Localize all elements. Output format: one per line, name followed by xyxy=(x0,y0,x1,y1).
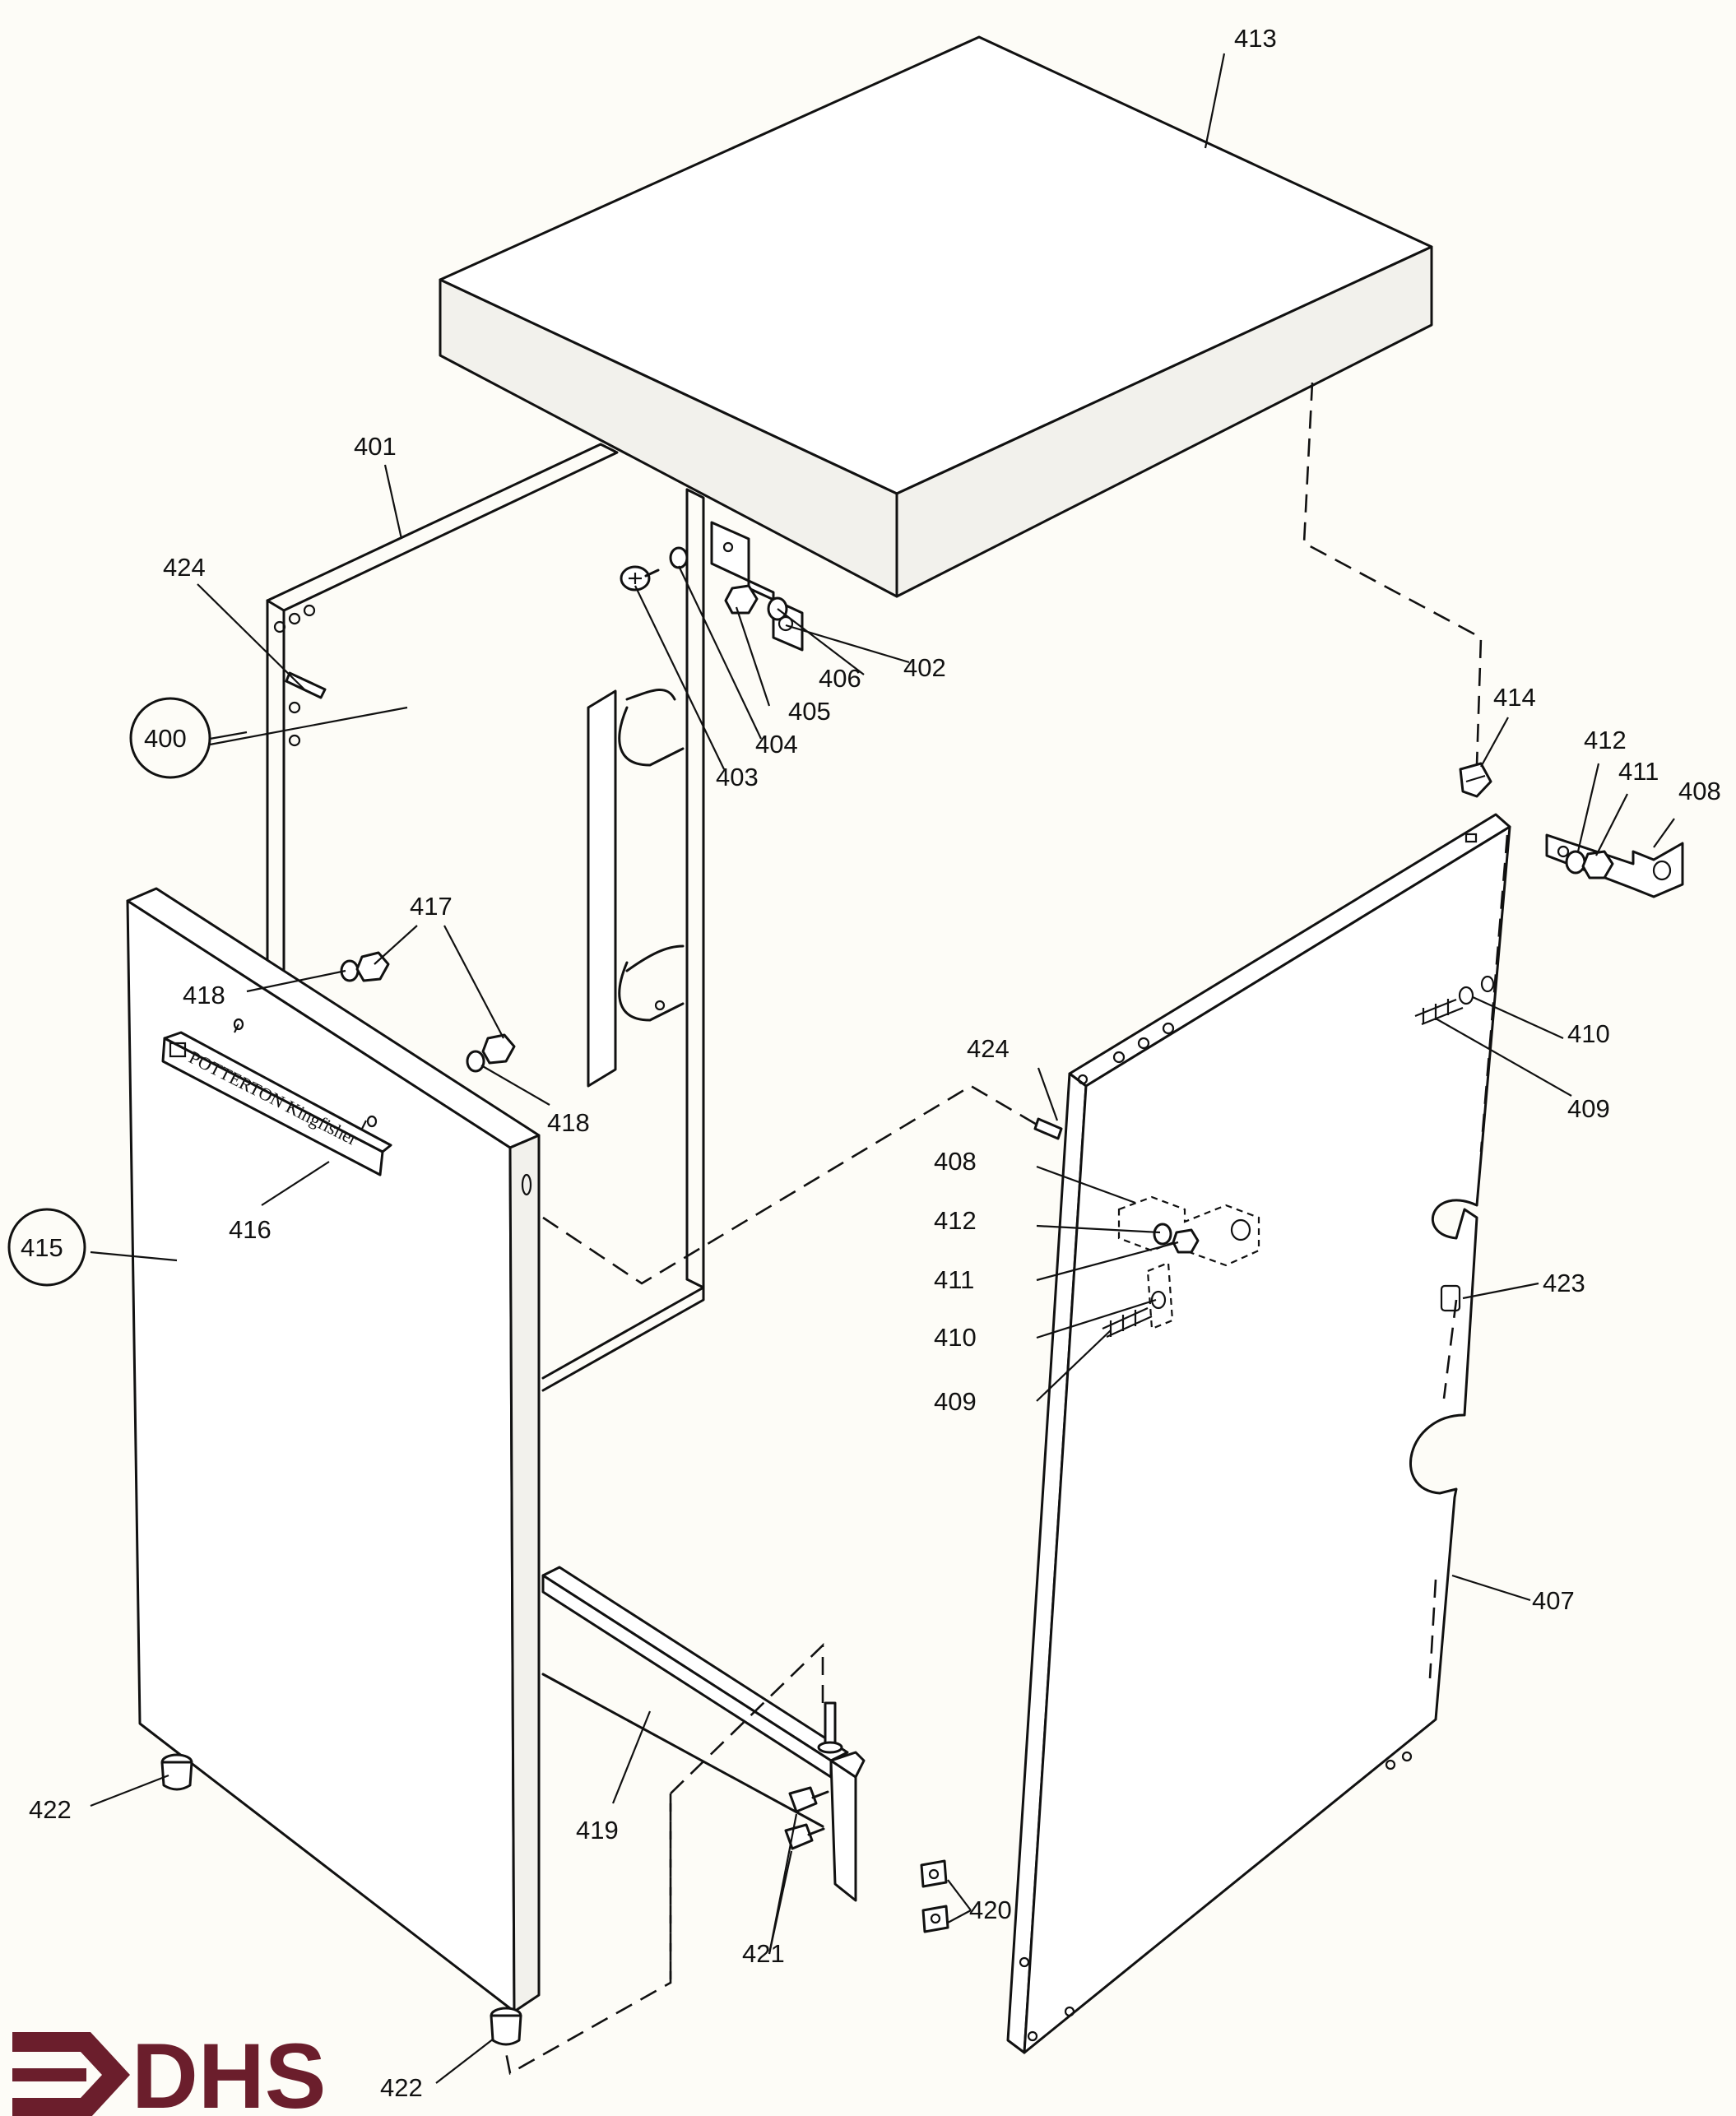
label-418-upper: 418 xyxy=(183,981,225,1009)
label-408-right: 408 xyxy=(1678,777,1721,805)
label-409-centre: 409 xyxy=(934,1387,977,1416)
side-panel-407 xyxy=(1006,813,1511,2054)
label-408-centre: 408 xyxy=(934,1147,977,1176)
label-407: 407 xyxy=(1532,1586,1575,1615)
label-418-lower: 418 xyxy=(547,1108,590,1137)
part-labels: 413 401 424 400 402 406 405 404 403 414 … xyxy=(21,24,1721,2102)
circle-400 xyxy=(129,697,211,779)
label-419: 419 xyxy=(576,1816,619,1845)
circle-415 xyxy=(7,1208,86,1287)
fixings-403-406 xyxy=(620,546,788,621)
label-413: 413 xyxy=(1234,24,1277,53)
label-414: 414 xyxy=(1493,683,1536,712)
logo-text: DHS xyxy=(132,2025,326,2116)
label-412-right: 412 xyxy=(1584,726,1627,754)
dhs-logo: DHS xyxy=(12,2025,326,2116)
label-406: 406 xyxy=(819,664,861,693)
leader-lines xyxy=(90,53,1675,2084)
label-415: 415 xyxy=(21,1233,63,1262)
label-424-left: 424 xyxy=(163,553,206,582)
assembly-lines xyxy=(504,382,1483,2076)
label-404: 404 xyxy=(755,730,798,759)
label-410-centre: 410 xyxy=(934,1323,977,1352)
label-417: 417 xyxy=(410,892,453,921)
label-416: 416 xyxy=(229,1215,272,1244)
label-402: 402 xyxy=(903,653,946,682)
side-channel xyxy=(587,688,685,1088)
foot-422-left xyxy=(160,1753,193,1791)
top-casing-413 xyxy=(439,35,1433,598)
front-panel-415: POTTERTON Kingfisher xyxy=(126,887,541,2013)
bracket-408-right xyxy=(1414,833,1684,1026)
label-401: 401 xyxy=(354,432,397,461)
label-412-centre: 412 xyxy=(934,1206,977,1235)
bottom-rail-419 xyxy=(541,1566,866,1902)
bracket-408-centre xyxy=(1102,1195,1260,1339)
cap-414 xyxy=(1459,762,1492,798)
label-422-left: 422 xyxy=(29,1795,72,1824)
label-423: 423 xyxy=(1543,1269,1585,1297)
label-405: 405 xyxy=(788,697,831,726)
label-403: 403 xyxy=(716,763,759,791)
arrow-logo-icon xyxy=(12,2032,130,2116)
label-420: 420 xyxy=(969,1896,1012,1924)
label-400: 400 xyxy=(144,724,187,753)
label-411-right: 411 xyxy=(1618,757,1659,786)
label-421: 421 xyxy=(742,1939,785,1968)
label-411-centre: 411 xyxy=(934,1265,974,1294)
label-422-bottom: 422 xyxy=(380,2073,423,2102)
label-410-right: 410 xyxy=(1567,1019,1610,1048)
label-409-right: 409 xyxy=(1567,1094,1610,1123)
label-424-right: 424 xyxy=(967,1034,1010,1063)
clips-420 xyxy=(920,1859,949,1933)
foot-422-bottom xyxy=(490,2007,522,2046)
